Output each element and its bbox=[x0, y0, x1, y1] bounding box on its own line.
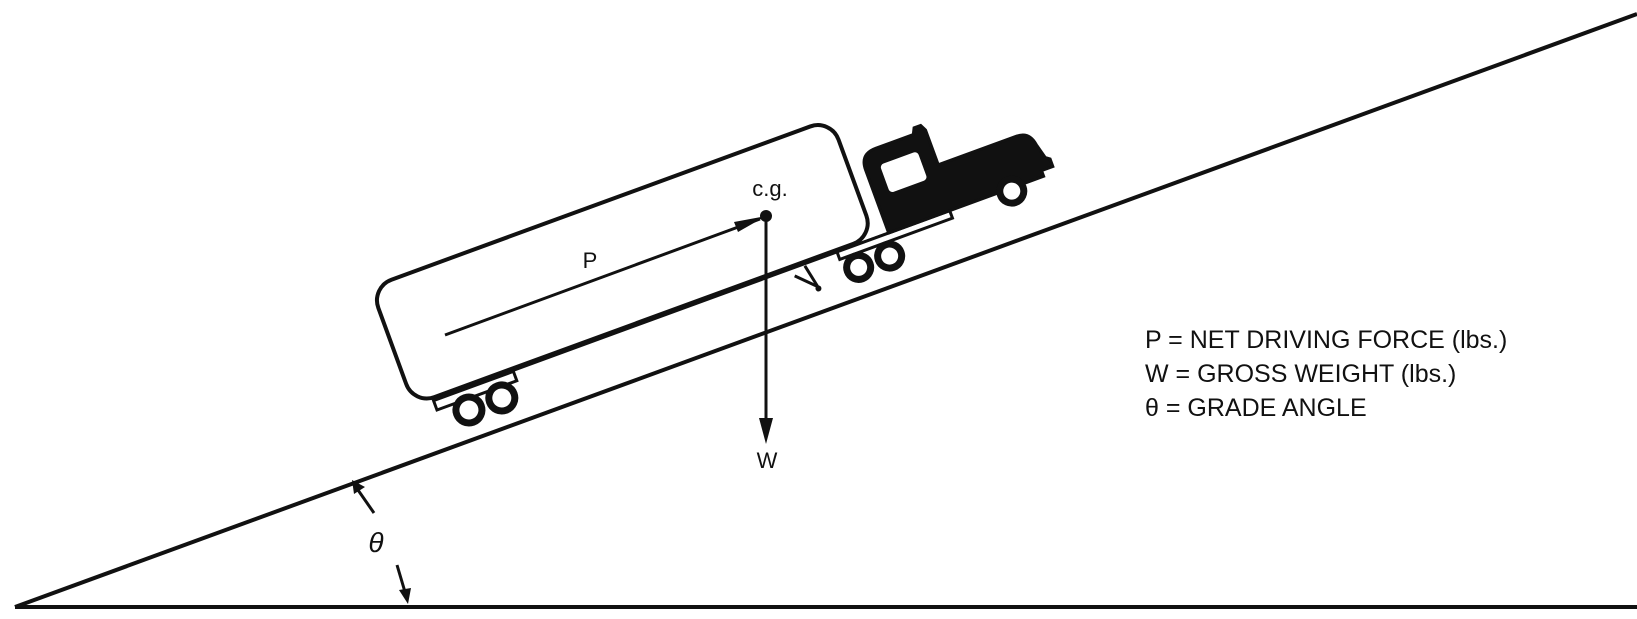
rear-wheel-1 bbox=[452, 393, 486, 427]
legend-item-theta: θ = GRADE ANGLE bbox=[1145, 394, 1367, 422]
rear-bogie bbox=[431, 369, 519, 412]
drive-wheel-2 bbox=[874, 240, 906, 272]
weight-vector-w bbox=[759, 216, 773, 444]
legend-item-p: P = NET DRIVING FORCE (lbs.) bbox=[1145, 326, 1507, 354]
grade-angle-marker bbox=[352, 480, 411, 604]
incline-line bbox=[14, 12, 1637, 609]
tractor-cab bbox=[862, 123, 1055, 235]
truck-trailer bbox=[374, 123, 1055, 427]
landing-gear bbox=[794, 265, 822, 292]
force-label: P bbox=[583, 248, 598, 273]
cg-label: c.g. bbox=[752, 176, 787, 201]
drive-wheel-1 bbox=[843, 251, 875, 283]
steer-wheel bbox=[996, 175, 1028, 207]
legend: P = NET DRIVING FORCE (lbs.) W = GROSS W… bbox=[1145, 326, 1507, 422]
trailer-body bbox=[374, 123, 870, 401]
angle-label: θ bbox=[368, 527, 383, 558]
cab-window bbox=[880, 152, 927, 192]
weight-label: W bbox=[757, 448, 778, 473]
legend-item-w: W = GROSS WEIGHT (lbs.) bbox=[1145, 360, 1456, 388]
rear-wheel-2 bbox=[485, 381, 519, 415]
force-vector-p bbox=[444, 216, 766, 337]
